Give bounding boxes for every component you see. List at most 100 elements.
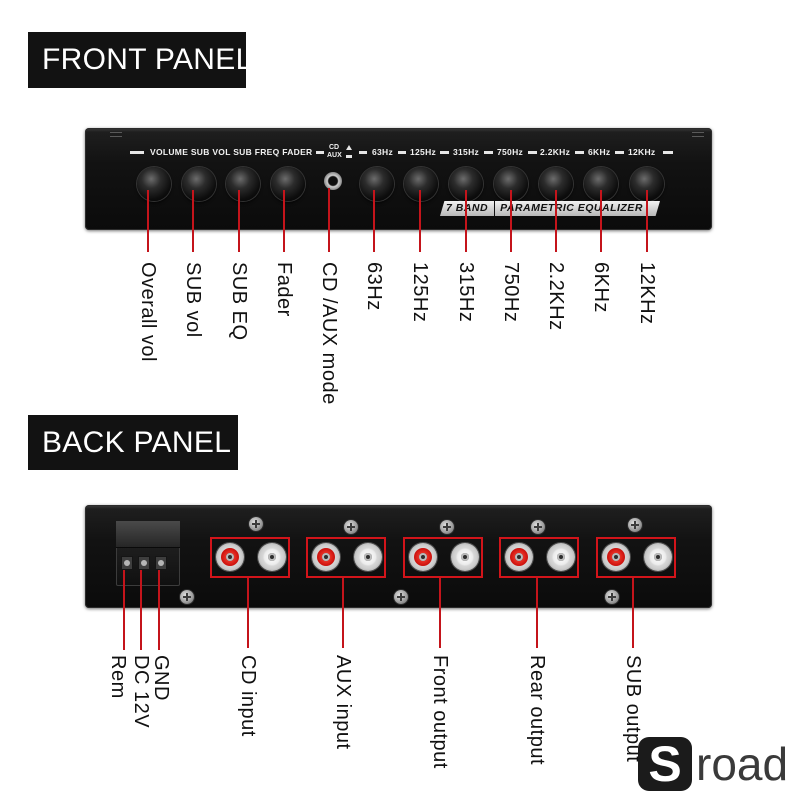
rca-jack-icon <box>547 543 575 571</box>
strip-band-750hz: 750Hz <box>497 147 524 157</box>
button-indicator-icon <box>346 155 352 158</box>
rca-jack-icon <box>644 543 672 571</box>
logo-mark: S <box>638 737 692 791</box>
callout-line <box>510 190 512 252</box>
callout-rear-output: Rear output <box>526 655 548 766</box>
callout-line <box>342 578 344 648</box>
screw-icon <box>249 517 263 531</box>
callout-sub-eq: SUB EQ <box>228 262 250 341</box>
badge-band-count: 7 BAND <box>440 201 496 216</box>
back-panel-title: BACK PANEL <box>28 415 238 470</box>
callout-6khz: 6KHz <box>590 262 612 313</box>
badge-title: PARAMETRIC EQUALIZER <box>500 202 643 214</box>
callout-line <box>123 570 125 650</box>
parametric-equalizer-badge: 7 BAND PARAMETRIC EQUALIZER <box>440 201 660 216</box>
strip-dash <box>528 151 537 154</box>
callout-line <box>192 190 194 252</box>
strip-dash <box>440 151 449 154</box>
callout-line <box>247 578 249 648</box>
callout-dc-12v: DC 12V <box>130 655 152 729</box>
strip-controls-label: VOLUME SUB VOL SUB FREQ FADER <box>150 147 313 157</box>
callout-fader: Fader <box>273 262 295 317</box>
cd-aux-button-icon <box>324 172 342 190</box>
front-panel-title: FRONT PANEL <box>28 32 252 88</box>
strip-band-2-2khz: 2.2KHz <box>540 147 571 157</box>
screw-icon <box>394 590 408 604</box>
strip-band-12khz: 12KHz <box>628 147 656 157</box>
screw-icon <box>440 520 454 534</box>
rca-jack-icon <box>505 543 533 571</box>
rca-pair-rear-output <box>499 537 579 578</box>
callout-line <box>600 190 602 252</box>
callout-line <box>465 190 467 252</box>
knob-icon <box>360 167 394 201</box>
rca-jack-icon <box>354 543 382 571</box>
terminal-slot-gnd <box>155 556 167 570</box>
strip-dash <box>575 151 584 154</box>
callout-line <box>555 190 557 252</box>
callout-63hz: 63Hz <box>363 262 385 311</box>
knob-icon <box>137 167 171 201</box>
callout-line <box>536 578 538 648</box>
rca-jack-icon <box>216 543 244 571</box>
callout-cd-input: CD input <box>237 655 259 737</box>
strip-dash <box>398 151 406 154</box>
callout-overall-vol: Overall vol <box>137 262 159 362</box>
callout-line <box>632 578 634 648</box>
screw-icon <box>344 520 358 534</box>
vent-left <box>110 132 122 137</box>
strip-aux-label: AUX <box>327 152 342 159</box>
strip-band-315hz: 315Hz <box>453 147 480 157</box>
strip-cd-label: CD <box>329 144 340 151</box>
knob-icon <box>271 167 305 201</box>
rca-jack-icon <box>602 543 630 571</box>
callout-line <box>328 188 330 252</box>
rca-pair-aux-input <box>306 537 386 578</box>
knob-icon <box>226 167 260 201</box>
strip-dash <box>130 151 144 154</box>
terminal-housing <box>116 521 180 548</box>
callout-front-output: Front output <box>429 655 451 769</box>
rca-jack-icon <box>312 543 340 571</box>
strip-dash <box>663 151 673 154</box>
callout-line <box>140 570 142 650</box>
callout-line <box>439 578 441 648</box>
callout-2-2khz: 2.2KHz <box>545 262 567 331</box>
callout-line <box>147 190 149 252</box>
strip-band-63hz: 63Hz <box>372 147 394 157</box>
callout-125hz: 125Hz <box>409 262 431 323</box>
strip-dash <box>359 151 367 154</box>
rca-pair-cd-input <box>210 537 290 578</box>
callout-12khz: 12KHz <box>636 262 658 325</box>
rca-jack-icon <box>409 543 437 571</box>
callout-750hz: 750Hz <box>500 262 522 323</box>
screw-icon <box>531 520 545 534</box>
terminal-slot-rem <box>121 556 133 570</box>
callout-sub-vol: SUB vol <box>182 262 204 338</box>
callout-line <box>373 190 375 252</box>
callout-cd-aux-mode: CD /AUX mode <box>318 262 340 405</box>
callout-line <box>238 190 240 252</box>
callout-315hz: 315Hz <box>455 262 477 323</box>
brand-logo: S road <box>638 736 794 792</box>
callout-line <box>646 190 648 252</box>
callout-line <box>283 190 285 252</box>
callout-line <box>419 190 421 252</box>
rca-pair-sub-output <box>596 537 676 578</box>
terminal-slot-dc12v <box>138 556 150 570</box>
strip-dash <box>316 151 324 154</box>
callout-rem: Rem <box>107 655 129 699</box>
knob-icon <box>182 167 216 201</box>
strip-band-125hz: 125Hz <box>410 147 437 157</box>
rca-jack-icon <box>258 543 286 571</box>
callout-gnd: GND <box>150 655 172 701</box>
vent-right <box>692 132 704 137</box>
triangle-indicator-icon <box>346 145 352 150</box>
rca-jack-icon <box>451 543 479 571</box>
callout-aux-input: AUX input <box>332 655 354 750</box>
screw-icon <box>180 590 194 604</box>
strip-dash <box>484 151 493 154</box>
callout-sub-output: SUB output <box>622 655 644 763</box>
knob-icon <box>404 167 438 201</box>
callout-line <box>158 570 160 650</box>
